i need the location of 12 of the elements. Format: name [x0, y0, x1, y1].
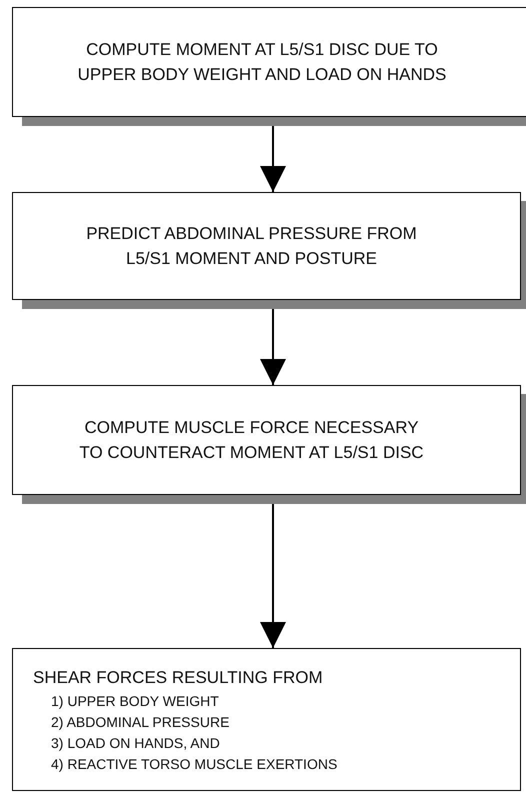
list-item: 2) ABDOMINAL PRESSURE: [51, 712, 230, 732]
box-text: PREDICT ABDOMINAL PRESSURE FROM L5/S1 MOMENT AND POSTURE: [85, 223, 418, 270]
list-item: 1) UPPER BODY WEIGHT: [51, 692, 219, 711]
list-item: 4) REACTIVE TORSO MUSCLE EXERTIONS: [51, 754, 338, 774]
arrow: [260, 504, 286, 648]
arrow: [260, 309, 286, 385]
box-text: COMPUTE MUSCLE FORCE NECESSARY TO COUNTERACT MOMENT AT L5/S1 DISC: [78, 417, 425, 464]
box-text: COMPUTE MOMENT AT L5/S1 DISC DUE TO UPPER BODY WEIGHT AND LOAD ON HANDS: [76, 39, 448, 86]
box-heading: SHEAR FORCES RESULTING FROM: [33, 666, 323, 688]
list-item: 3) LOAD ON HANDS, AND: [51, 734, 220, 753]
process-box: [12, 648, 521, 791]
arrow: [260, 126, 286, 192]
